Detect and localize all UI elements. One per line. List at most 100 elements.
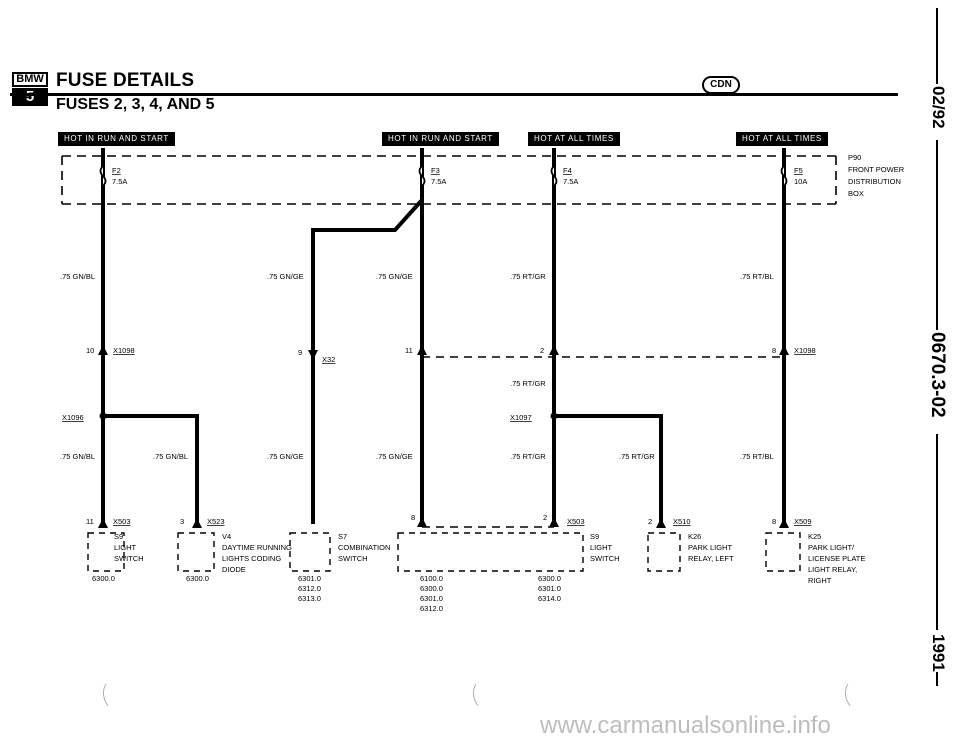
side-date-mask bbox=[924, 84, 950, 140]
x1098-right-name: X1098 bbox=[794, 346, 816, 355]
x509-name: X509 bbox=[794, 517, 812, 526]
wire-label-w2: .75 GN/GE bbox=[267, 272, 304, 281]
fuse-box-id: P90 bbox=[848, 153, 861, 162]
s9-right-ref-1: 6300.0 bbox=[538, 574, 561, 583]
logo-series: 5 bbox=[12, 88, 48, 106]
x32-terminal bbox=[308, 350, 318, 360]
x523-pin: 3 bbox=[180, 517, 184, 526]
wire-label-w12: .75 RT/GR bbox=[619, 452, 655, 461]
x503-left-name: X503 bbox=[113, 517, 131, 526]
s7-box-wide bbox=[397, 532, 584, 572]
fuse-f4-name: F4 bbox=[563, 166, 572, 175]
side-year-mask bbox=[924, 630, 950, 672]
fuse-f3-name: F3 bbox=[431, 166, 440, 175]
power-label-f4: HOT AT ALL TIMES bbox=[528, 132, 620, 146]
fuse-f3-symbol bbox=[418, 165, 426, 187]
wire-label-w7: .75 GN/BL bbox=[60, 452, 95, 461]
wire-f3-branch bbox=[311, 198, 424, 524]
footer-watermark: www.carmanualsonline.info bbox=[540, 712, 831, 739]
title-rule bbox=[10, 93, 898, 96]
scan-mark-1 bbox=[102, 683, 109, 707]
v4-id: V4 bbox=[222, 532, 231, 541]
scan-mark-2 bbox=[472, 683, 479, 707]
k26-box bbox=[647, 532, 681, 572]
page-title: FUSE DETAILS bbox=[56, 70, 195, 91]
wire-x1096-branch bbox=[103, 414, 199, 524]
side-doc-mask bbox=[924, 330, 950, 434]
logo-brand: BMW bbox=[12, 72, 48, 87]
x1096-splice-dot bbox=[99, 412, 107, 420]
fuse-box-line1: FRONT POWER bbox=[848, 165, 905, 174]
wire-label-w13: .75 RT/BL bbox=[740, 452, 774, 461]
k25-line2: LICENSE PLATE bbox=[808, 554, 865, 563]
s9-right-line2: SWITCH bbox=[590, 554, 620, 563]
x1098-mid-pin: 11 bbox=[405, 346, 413, 355]
wire-label-w10: .75 GN/GE bbox=[376, 452, 413, 461]
s7-line2: SWITCH bbox=[338, 554, 368, 563]
x1098-right-pin: 8 bbox=[772, 346, 776, 355]
x32-pin: 9 bbox=[298, 348, 302, 357]
x503-right-terminal bbox=[549, 517, 559, 527]
wire-label-w3: .75 GN/GE bbox=[376, 272, 413, 281]
bmw-5-logo: BMW 5 bbox=[12, 72, 48, 106]
v4-line2: LIGHTS CODING bbox=[222, 554, 281, 563]
s9-left-line1: LIGHT bbox=[114, 543, 137, 552]
fuse-box-line2: DISTRIBUTION bbox=[848, 177, 901, 186]
s7-line1: COMBINATION bbox=[338, 543, 390, 552]
s7-ref-3: 6313.0 bbox=[298, 594, 321, 603]
v4-box bbox=[177, 532, 215, 572]
wire-x1097-branch bbox=[554, 414, 663, 524]
wire-label-w11: .75 RT/GR bbox=[510, 452, 546, 461]
fuse-box-line3: BOX bbox=[848, 189, 864, 198]
s9-left-ref: 6300.0 bbox=[92, 574, 115, 583]
fuse-f2-name: F2 bbox=[112, 166, 121, 175]
power-label-f2: HOT IN RUN AND START bbox=[58, 132, 175, 146]
k25-id: K25 bbox=[808, 532, 821, 541]
s9-right-id: S9 bbox=[590, 532, 599, 541]
x509-pin: 8 bbox=[772, 517, 776, 526]
splice-right-label: X1097 bbox=[510, 413, 532, 422]
splice-left-label: X1096 bbox=[62, 413, 84, 422]
k25-line3: LIGHT RELAY, bbox=[808, 565, 857, 574]
cdn-badge: CDN bbox=[702, 76, 740, 94]
v4-ref: 6300.0 bbox=[186, 574, 209, 583]
page-subtitle: FUSES 2, 3, 4, AND 5 bbox=[56, 96, 215, 113]
s9-right-ref-3: 6314.0 bbox=[538, 594, 561, 603]
fuse-f2-rating: 7.5A bbox=[112, 177, 127, 186]
wire-label-w4: .75 RT/GR bbox=[510, 272, 546, 281]
x503-left-pin: 11 bbox=[86, 517, 94, 526]
k26-line2: RELAY, LEFT bbox=[688, 554, 734, 563]
s7-id: S7 bbox=[338, 532, 347, 541]
x510-name: X510 bbox=[673, 517, 691, 526]
x503-right-pin: 2 bbox=[543, 513, 547, 522]
fuse-f5-name: F5 bbox=[794, 166, 803, 175]
s9-left-id: S9 bbox=[114, 532, 123, 541]
fuse-f4-rating: 7.5A bbox=[563, 177, 578, 186]
x1098-mid2-pin: 2 bbox=[540, 346, 544, 355]
scan-mark-3 bbox=[844, 683, 851, 707]
x1098-mid-terminal bbox=[417, 345, 427, 355]
fuse-f3-rating: 7.5A bbox=[431, 177, 446, 186]
s7-ref-b4: 6312.0 bbox=[420, 604, 443, 613]
fuse-f5-rating: 10A bbox=[794, 177, 807, 186]
power-label-f5: HOT AT ALL TIMES bbox=[736, 132, 828, 146]
s7-ref-b1: 6100.0 bbox=[420, 574, 443, 583]
k26-line1: PARK LIGHT bbox=[688, 543, 732, 552]
k25-line4: RIGHT bbox=[808, 576, 832, 585]
x503-right-name: X503 bbox=[567, 517, 585, 526]
v4-line3: DIODE bbox=[222, 565, 246, 574]
s7-ref-2: 6312.0 bbox=[298, 584, 321, 593]
fuse-f5-symbol bbox=[780, 165, 788, 187]
x503-left-terminal bbox=[98, 518, 108, 528]
k25-line1: PARK LIGHT/ bbox=[808, 543, 855, 552]
x523-name: X523 bbox=[207, 517, 225, 526]
x523-terminal bbox=[192, 518, 202, 528]
power-label-f3: HOT IN RUN AND START bbox=[382, 132, 499, 146]
s7-box-left bbox=[289, 532, 331, 572]
x1098-left-pin: 10 bbox=[86, 346, 94, 355]
wire-label-w5: .75 RT/BL bbox=[740, 272, 774, 281]
s9-left-box bbox=[87, 532, 125, 572]
s9-right-ref-2: 6301.0 bbox=[538, 584, 561, 593]
x1098-mid2-terminal bbox=[549, 345, 559, 355]
